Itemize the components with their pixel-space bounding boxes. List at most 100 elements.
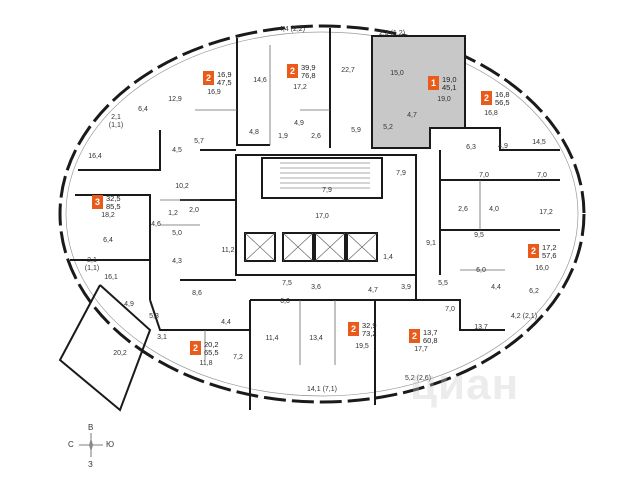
staircase (261, 157, 383, 199)
room-label: 16,8 (484, 110, 498, 117)
room-label: 2,1 (111, 114, 121, 121)
room-label: 5,3 (149, 313, 159, 320)
room-label: 6,2 (529, 288, 539, 295)
total-area: 73,2 (362, 329, 377, 338)
room-label: 6,4 (103, 237, 113, 244)
room-label: 2,0 (189, 207, 199, 214)
room-label: 17,2 (293, 84, 307, 91)
room-label: 13,7 (474, 324, 488, 331)
rooms-badge: 1 (428, 76, 439, 90)
watermark: циан (410, 360, 520, 409)
room-label: 14,6 (253, 77, 267, 84)
living-area: 16,8 (495, 90, 510, 99)
room-label: 1,2 (168, 210, 178, 217)
rooms-badge: 2 (203, 71, 214, 85)
compass-west: С (68, 440, 74, 449)
room-label: 10,2 (175, 183, 189, 190)
room-label: 4,9 (498, 143, 508, 150)
room-label: 5,9 (351, 127, 361, 134)
room-label: 4,5 (172, 147, 182, 154)
walls (58, 28, 560, 412)
room-label: 4,4 (491, 284, 501, 291)
room-label: 4,8 (249, 129, 259, 136)
total-area: 56,5 (495, 98, 510, 107)
room-label: 4,9 (124, 301, 134, 308)
living-area: 17,2 (542, 243, 557, 252)
living-area: 20,2 (204, 340, 219, 349)
room-label: 8,6 (192, 290, 202, 297)
total-area: 47,5 (217, 78, 232, 87)
room-label: 12,9 (168, 96, 182, 103)
room-label: 4,2 (2,1) (510, 313, 538, 320)
total-area: 57,6 (542, 251, 557, 260)
living-area: 19,0 (442, 75, 457, 84)
rooms-badge: 3 (92, 195, 103, 209)
building-inner-outline (65, 31, 579, 397)
building-outline (58, 24, 586, 404)
room-label: 16,0 (535, 265, 549, 272)
elevator-crosses (244, 232, 378, 262)
thin-walls (160, 45, 505, 365)
room-label: 16,1 (104, 274, 118, 281)
elevator-core (235, 154, 417, 276)
room-label: 4,0 (489, 206, 499, 213)
room-label: 2,3 (1,2) (378, 30, 406, 37)
compass-rose (79, 433, 103, 457)
room-label: 2,6 (458, 206, 468, 213)
compass-south: З (88, 460, 93, 469)
room-label: 18,2 (101, 212, 115, 219)
total-area: 45,1 (442, 83, 457, 92)
rooms-badge: 2 (409, 329, 420, 343)
room-label: 7,9 (322, 187, 332, 194)
room-label: 17,0 (315, 213, 329, 220)
room-label: 2,6 (311, 133, 321, 140)
room-label: 7,5 (282, 280, 292, 287)
room-label: 4,7 (368, 287, 378, 294)
room-label: 19,5 (355, 343, 369, 350)
compass-north: В (88, 423, 94, 432)
room-label: 11,8 (199, 360, 213, 367)
rooms-badge: 2 (287, 64, 298, 78)
stair-steps (280, 162, 370, 189)
total-area: 85,5 (106, 202, 121, 211)
room-label: 9,5 (474, 232, 484, 239)
room-label: 4,4 (221, 319, 231, 326)
room-label: 3,1 (157, 334, 167, 341)
room-label: 6,4 (138, 106, 148, 113)
room-label: 7,0 (445, 306, 455, 313)
living-area: 16,9 (217, 70, 232, 79)
room-label: 16,4 (88, 153, 102, 160)
room-label: 4,6 (151, 221, 161, 228)
room-label: 5,2 (2,6) (404, 375, 432, 382)
living-area: 32,9 (362, 321, 377, 330)
total-area: 76,8 (301, 71, 316, 80)
room-label: 1,9 (278, 133, 288, 140)
room-label: (1,1) (84, 265, 100, 272)
room-label: 5,2 (383, 124, 393, 131)
room-label: 5,5 (438, 280, 448, 287)
room-label: 7,0 (479, 172, 489, 179)
room-label: 4,3 (172, 258, 182, 265)
total-area: 65,5 (204, 348, 219, 357)
room-label: 20,2 (113, 350, 127, 357)
room-label: 17,2 (539, 209, 553, 216)
living-area: 32,5 (106, 194, 121, 203)
rooms-badge: 2 (481, 91, 492, 105)
total-area: 60,8 (423, 336, 438, 345)
living-area: 13,7 (423, 328, 438, 337)
room-label: 14,1 (7,1) (307, 386, 337, 393)
room-label: 4,9 (294, 120, 304, 127)
room-label: (1,1) (108, 122, 124, 129)
room-label: 5,7 (194, 138, 204, 145)
room-label: 13,4 (309, 335, 323, 342)
